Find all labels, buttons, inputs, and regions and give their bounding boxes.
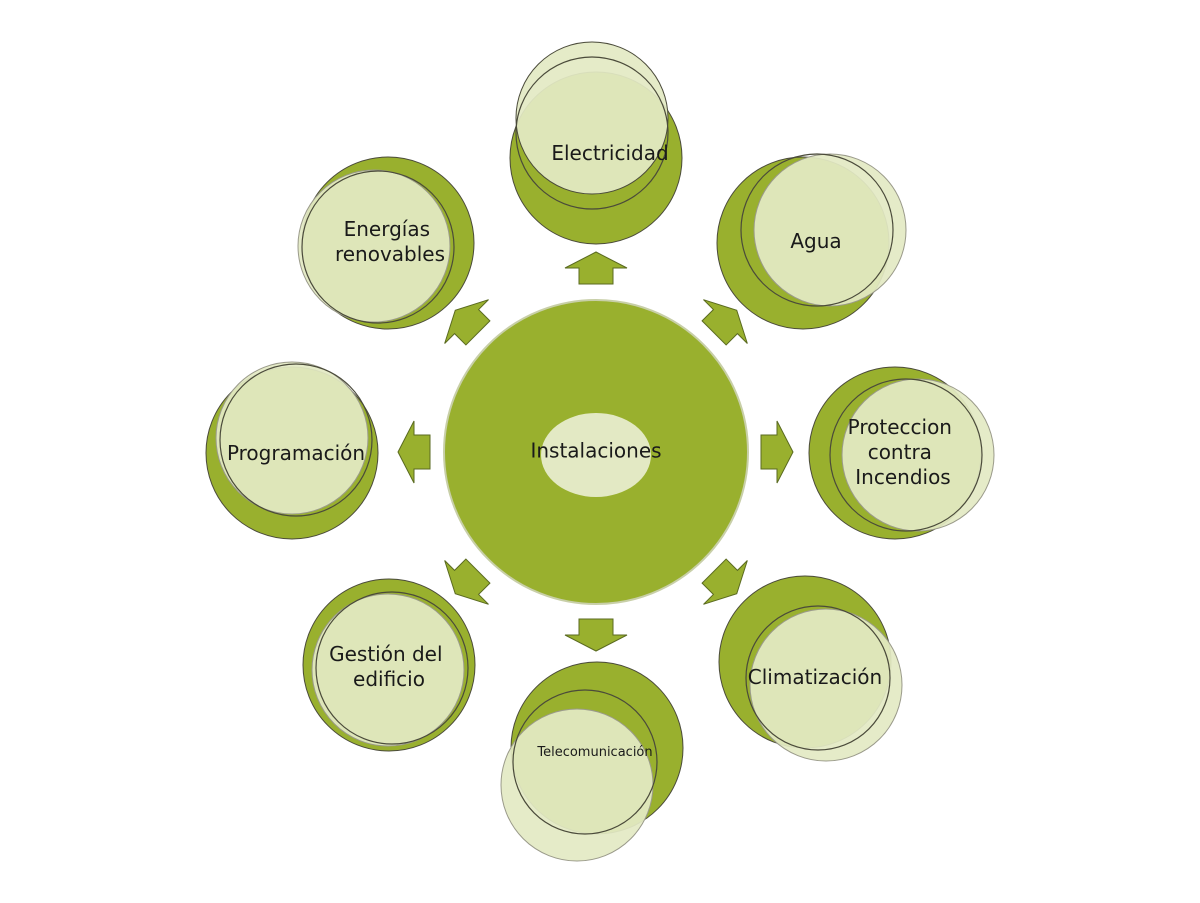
node-agua: Agua bbox=[716, 153, 907, 330]
node-front-circle bbox=[500, 708, 654, 862]
node-front-circle bbox=[215, 361, 369, 515]
node-label-line: Agua bbox=[790, 229, 841, 253]
node-ring bbox=[315, 591, 469, 745]
center-inner-ellipse bbox=[541, 413, 651, 497]
node-label: Telecomunicación bbox=[536, 745, 652, 760]
node-front-circle bbox=[753, 153, 907, 307]
arrow-to-telecomunicacion bbox=[564, 618, 628, 652]
node-front-circle bbox=[749, 608, 903, 762]
node-front-circle bbox=[297, 169, 451, 323]
arrow-to-electricidad bbox=[564, 251, 628, 285]
node-programacion: Programación bbox=[205, 361, 379, 540]
node-ring bbox=[512, 689, 658, 835]
center-label: Instalaciones bbox=[530, 439, 661, 463]
node-front-circle bbox=[841, 378, 995, 532]
node-ring bbox=[301, 170, 455, 324]
node-ring bbox=[515, 56, 669, 210]
center-node: Instalaciones bbox=[443, 299, 749, 605]
node-gestion: Gestión del edificio bbox=[302, 578, 476, 752]
node-label: Energías renovables bbox=[335, 217, 445, 266]
node-label-line: Climatización bbox=[748, 665, 882, 689]
arrow-to-gestion bbox=[444, 558, 491, 605]
node-label: Climatización bbox=[748, 665, 882, 689]
arrow-to-programacion bbox=[397, 420, 431, 484]
node-label-line: Programación bbox=[227, 441, 365, 465]
node-climatizacion: Climatización bbox=[718, 575, 903, 762]
node-label-line: Telecomunicación bbox=[536, 745, 652, 760]
node-label-line: Electricidad bbox=[551, 141, 668, 165]
arrow-to-agua bbox=[701, 299, 748, 346]
node-front-circle bbox=[311, 593, 465, 747]
node-label: Electricidad bbox=[551, 141, 668, 165]
node-label-line: contra bbox=[868, 440, 932, 464]
node-ring bbox=[219, 363, 373, 517]
node-energias: Energías renovables bbox=[297, 156, 475, 330]
node-label-line: Proteccion bbox=[848, 415, 952, 439]
node-label-line: Energías bbox=[344, 217, 430, 241]
node-label-line: renovables bbox=[335, 242, 445, 266]
arrow-to-proteccion bbox=[760, 420, 794, 484]
node-label-line: Gestión del bbox=[329, 642, 442, 666]
node-ring bbox=[740, 153, 894, 307]
node-telecomunicacion: Telecomunicación bbox=[500, 661, 684, 862]
node-proteccion: Proteccion contra Incendios bbox=[808, 366, 995, 540]
node-ring bbox=[745, 605, 891, 751]
node-label: Proteccion contra Incendios bbox=[848, 415, 959, 489]
arrow-to-climatizacion bbox=[701, 558, 748, 605]
node-label-line: Incendios bbox=[855, 465, 950, 489]
node-ring bbox=[829, 378, 983, 532]
node-label: Agua bbox=[790, 229, 841, 253]
arrow-to-energias bbox=[444, 299, 491, 346]
node-label: Gestión del edificio bbox=[329, 642, 449, 691]
node-label: Programación bbox=[227, 441, 365, 465]
node-front-circle bbox=[515, 41, 669, 195]
node-electricidad: Electricidad bbox=[509, 41, 683, 245]
arrows bbox=[397, 251, 794, 652]
node-label-line: edificio bbox=[353, 667, 425, 691]
